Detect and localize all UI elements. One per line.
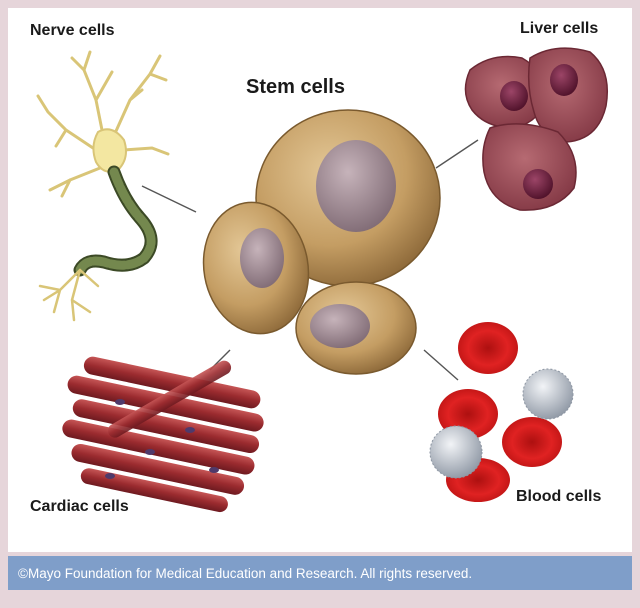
blood-cells-illustration <box>430 322 573 502</box>
liver-cells-illustration <box>465 48 607 210</box>
nerve-cell-illustration <box>38 52 168 320</box>
copyright-text: ©Mayo Foundation for Medical Education a… <box>8 566 472 581</box>
connector-nerve <box>142 186 196 212</box>
cardiac-cells-illustration <box>48 352 270 517</box>
label-blood-cells: Blood cells <box>516 488 601 506</box>
connector-liver <box>436 140 478 168</box>
copyright-bar: ©Mayo Foundation for Medical Education a… <box>8 556 632 590</box>
connector-blood <box>424 350 458 380</box>
label-nerve-cells: Nerve cells <box>30 22 115 40</box>
label-stem-cells: Stem cells <box>246 76 345 99</box>
label-liver-cells: Liver cells <box>520 20 598 38</box>
stem-cells-illustration <box>193 110 440 374</box>
label-cardiac-cells: Cardiac cells <box>30 498 129 516</box>
